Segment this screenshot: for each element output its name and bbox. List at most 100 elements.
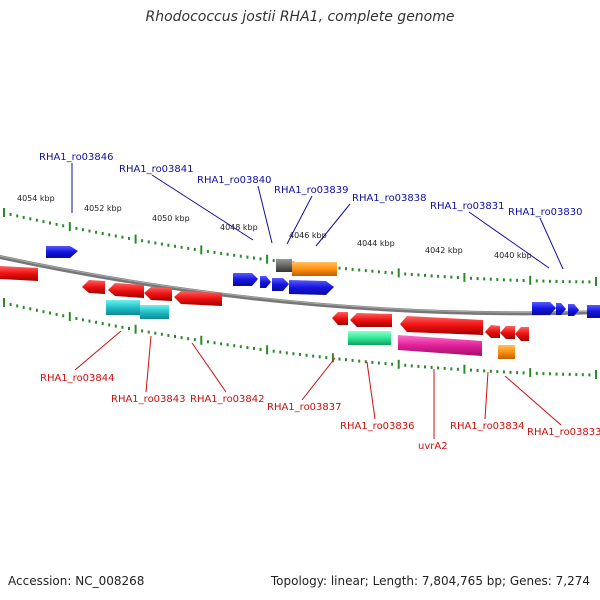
lower-minor-tick bbox=[424, 365, 426, 369]
gene-uvra2[interactable] bbox=[400, 316, 483, 335]
gene-reverse-g[interactable] bbox=[485, 325, 500, 338]
lower-major-tick bbox=[266, 345, 269, 355]
upper-minor-tick bbox=[55, 222, 58, 226]
gene-forward-b[interactable] bbox=[260, 276, 271, 288]
upper-minor-tick bbox=[364, 269, 367, 273]
lower-minor-tick bbox=[325, 356, 328, 360]
scale-label-4040: 4040 kbp bbox=[494, 251, 532, 260]
gene-rha1-ro03841[interactable] bbox=[276, 259, 292, 272]
label-rha1-ro03837[interactable]: RHA1_ro03837 bbox=[267, 402, 342, 413]
lower-minor-tick bbox=[95, 320, 98, 324]
upper-minor-tick bbox=[502, 278, 505, 282]
gene-rha1-ro03830[interactable] bbox=[568, 304, 579, 316]
upper-minor-tick bbox=[470, 276, 472, 280]
lower-minor-tick bbox=[430, 365, 433, 369]
gene-forward-a[interactable] bbox=[233, 273, 258, 286]
upper-minor-tick bbox=[226, 252, 229, 256]
upper-minor-tick bbox=[410, 273, 413, 276]
gene-cyan-1[interactable] bbox=[106, 300, 140, 315]
gene-rha1-ro03838[interactable] bbox=[292, 262, 337, 276]
lower-minor-tick bbox=[542, 372, 545, 376]
gene-magenta[interactable] bbox=[398, 335, 482, 356]
lower-minor-tick bbox=[384, 362, 387, 366]
upper-major-tick bbox=[68, 222, 71, 232]
lower-minor-tick bbox=[496, 370, 499, 374]
gene-orange-small[interactable] bbox=[498, 345, 515, 359]
label-rha1-ro03839[interactable]: RHA1_ro03839 bbox=[274, 185, 349, 196]
gene-rha1-ro03846[interactable] bbox=[46, 246, 78, 258]
upper-minor-tick bbox=[128, 236, 130, 240]
upper-major-tick bbox=[595, 277, 597, 286]
upper-minor-tick bbox=[351, 267, 354, 271]
gene-forward-c[interactable] bbox=[556, 303, 566, 315]
label-rha1-ro03831[interactable]: RHA1_ro03831 bbox=[430, 201, 505, 212]
gene-rha1-ro03834[interactable] bbox=[500, 326, 515, 339]
upper-minor-tick bbox=[272, 259, 275, 263]
lower-minor-tick bbox=[62, 314, 65, 318]
lower-minor-tick bbox=[516, 371, 519, 375]
upper-minor-tick bbox=[522, 279, 525, 282]
upper-minor-tick bbox=[180, 245, 183, 249]
scale-labels: 4054 kbp 4052 kbp 4050 kbp 4048 kbp 4046… bbox=[17, 194, 532, 260]
gene-forward-d[interactable] bbox=[587, 305, 600, 318]
upper-minor-tick bbox=[443, 275, 446, 279]
lower-minor-tick bbox=[581, 373, 584, 377]
label-rha1-ro03843[interactable]: RHA1_ro03843 bbox=[111, 394, 186, 405]
gene-reverse-e[interactable] bbox=[108, 283, 144, 298]
upper-minor-tick bbox=[193, 247, 196, 251]
upper-minor-tick bbox=[75, 226, 78, 230]
lower-minor-tick bbox=[29, 307, 32, 311]
scale-label-4042: 4042 kbp bbox=[425, 246, 463, 255]
upper-minor-tick bbox=[542, 279, 545, 283]
gene-cyan-2[interactable] bbox=[140, 305, 169, 319]
gene-reverse-edge[interactable] bbox=[0, 266, 38, 281]
gene-rha1-ro03831[interactable] bbox=[532, 302, 556, 315]
label-rha1-ro03841[interactable]: RHA1_ro03841 bbox=[119, 164, 194, 175]
label-rha1-ro03830[interactable]: RHA1_ro03830 bbox=[508, 207, 583, 218]
lower-minor-tick bbox=[160, 332, 163, 336]
upper-minor-tick bbox=[549, 279, 551, 283]
lower-minor-tick bbox=[285, 351, 288, 355]
label-rha1-ro03838[interactable]: RHA1_ro03838 bbox=[352, 193, 427, 204]
label-rha1-ro03834[interactable]: RHA1_ro03834 bbox=[450, 421, 525, 432]
gene-rha1-ro03836[interactable] bbox=[348, 331, 391, 345]
gene-rha1-ro03843[interactable] bbox=[144, 287, 172, 301]
label-uvra2[interactable]: uvrA2 bbox=[418, 441, 448, 452]
gene-rha1-ro03837[interactable] bbox=[332, 312, 348, 325]
upper-minor-tick bbox=[450, 275, 453, 279]
scale-label-4050: 4050 kbp bbox=[152, 214, 190, 223]
lower-minor-tick bbox=[239, 345, 242, 349]
label-rha1-ro03846[interactable]: RHA1_ro03846 bbox=[39, 152, 114, 163]
lower-minor-tick bbox=[246, 346, 249, 350]
upper-minor-tick bbox=[233, 253, 236, 257]
label-rha1-ro03844[interactable]: RHA1_ro03844 bbox=[40, 373, 115, 384]
gene-rha1-ro03840[interactable] bbox=[272, 278, 289, 291]
lower-minor-tick bbox=[141, 329, 144, 333]
upper-minor-tick bbox=[575, 280, 578, 284]
label-rha1-ro03840[interactable]: RHA1_ro03840 bbox=[197, 175, 272, 186]
forward-genes bbox=[46, 246, 600, 318]
label-rha1-ro03842[interactable]: RHA1_ro03842 bbox=[190, 394, 265, 405]
label-rha1-ro03833[interactable]: RHA1_ro03833 bbox=[527, 427, 600, 438]
lower-minor-tick bbox=[299, 353, 301, 356]
lower-major-tick bbox=[3, 298, 5, 307]
gene-rha1-ro03839[interactable] bbox=[289, 280, 334, 295]
upper-minor-tick bbox=[246, 255, 249, 259]
gene-reverse-f[interactable] bbox=[350, 313, 392, 327]
genome-summary-text: Topology: linear; Length: 7,804,765 bp; … bbox=[270, 574, 590, 588]
scale-label-4052: 4052 kbp bbox=[84, 204, 122, 213]
lower-minor-tick bbox=[371, 360, 374, 364]
lower-minor-tick bbox=[345, 358, 347, 362]
lower-major-tick bbox=[134, 324, 137, 334]
upper-major-tick bbox=[463, 272, 466, 282]
gene-rha1-ro03833[interactable] bbox=[515, 327, 529, 341]
lower-minor-tick bbox=[213, 341, 216, 345]
lower-minor-tick bbox=[49, 311, 51, 315]
label-rha1-ro03836[interactable]: RHA1_ro03836 bbox=[340, 421, 415, 432]
gene-rha1-ro03842[interactable] bbox=[174, 291, 222, 306]
gene-rha1-ro03844[interactable] bbox=[82, 280, 105, 294]
lower-minor-tick bbox=[167, 333, 170, 337]
lower-minor-tick bbox=[114, 324, 117, 328]
lower-minor-tick bbox=[377, 361, 380, 365]
upper-minor-tick bbox=[391, 271, 394, 275]
